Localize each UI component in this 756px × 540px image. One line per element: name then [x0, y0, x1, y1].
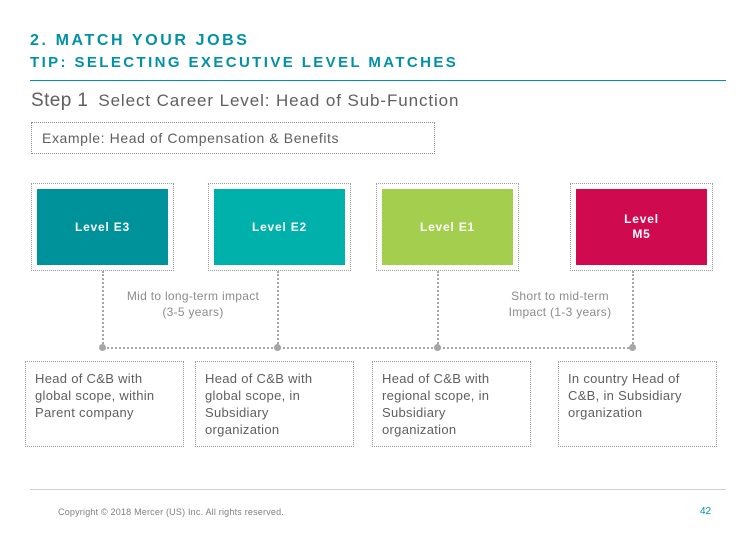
step-heading: Step 1 Select Career Level: Head of Sub-…	[31, 90, 459, 112]
connector-dot-e1	[434, 344, 441, 351]
connector-line-m5	[632, 271, 634, 347]
connector-dot-m5	[629, 344, 636, 351]
copyright-text: Copyright © 2018 Mercer (US) Inc. All ri…	[58, 507, 285, 517]
connector-line-horizontal	[102, 347, 633, 349]
connector-line-e3	[102, 271, 104, 347]
description-box-e2: Head of C&B with global scope, in Subsid…	[195, 361, 354, 447]
level-card-e2-label: Level E2	[214, 189, 345, 265]
page-number: 42	[700, 506, 712, 517]
level-card-e3-label: Level E3	[37, 189, 168, 265]
step-label: Step 1	[31, 90, 89, 111]
example-text: Example: Head of Compensation & Benefits	[42, 130, 340, 146]
level-card-e2: Level E2	[208, 183, 351, 271]
description-box-e3: Head of C&B with global scope, within Pa…	[25, 361, 184, 447]
title-line-2: TIP: SELECTING EXECUTIVE LEVEL MATCHES	[30, 54, 459, 71]
footer-divider	[30, 489, 726, 490]
description-box-m5: In country Head of C&B, in Subsidiary or…	[558, 361, 717, 447]
example-box: Example: Head of Compensation & Benefits	[31, 122, 435, 154]
impact-label-left: Mid to long-term impact(3-5 years)	[126, 289, 260, 319]
step-description: Select Career Level: Head of Sub-Functio…	[98, 91, 460, 110]
level-card-e3: Level E3	[31, 183, 174, 271]
description-box-e1: Head of C&B with regional scope, in Subs…	[372, 361, 531, 447]
page-title: 2. MATCH YOUR JOBS TIP: SELECTING EXECUT…	[30, 30, 726, 73]
title-line-1: 2. MATCH YOUR JOBS	[30, 32, 250, 49]
level-card-e1-label: Level E1	[382, 189, 513, 265]
connector-line-e1	[437, 271, 439, 347]
connector-dot-e3	[99, 344, 106, 351]
title-divider	[30, 80, 726, 81]
connector-dot-e2	[274, 344, 281, 351]
connector-line-e2	[277, 271, 279, 347]
level-card-e1: Level E1	[376, 183, 519, 271]
